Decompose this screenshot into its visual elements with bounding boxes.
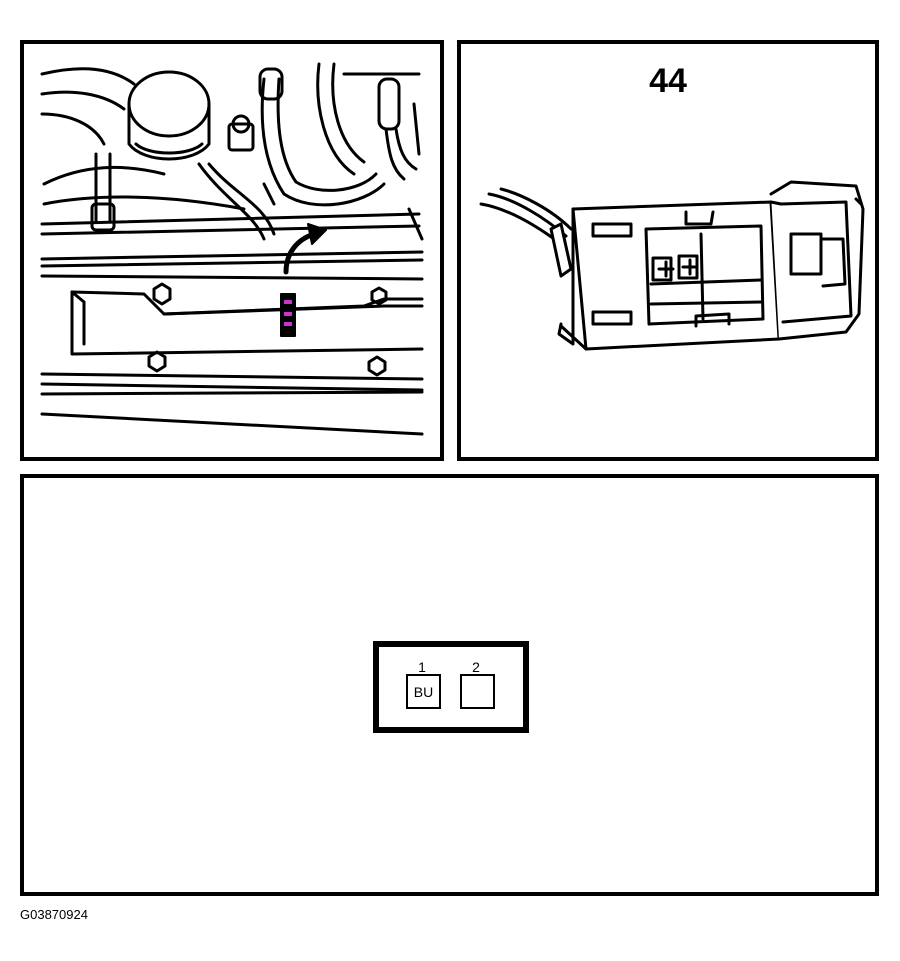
connector-panel: 44 [457, 40, 879, 461]
connector-callout-number: 44 [649, 62, 687, 100]
pin-2-cavity [460, 674, 495, 709]
figure-id: G03870924 [20, 907, 88, 922]
connector-illustration [479, 180, 865, 351]
connector-face-outline [373, 641, 529, 733]
pinout-panel: 1 BU 2 [20, 474, 879, 896]
pin-1-number: 1 [418, 659, 426, 675]
pin-1-cavity [406, 674, 441, 709]
pin-1-wire-color: BU [414, 684, 433, 700]
engine-bay-panel [20, 40, 444, 461]
pinout-diagram: 1 BU 2 [373, 641, 529, 733]
pin-2-number: 2 [472, 659, 480, 675]
engine-bay-illustration [40, 62, 424, 436]
